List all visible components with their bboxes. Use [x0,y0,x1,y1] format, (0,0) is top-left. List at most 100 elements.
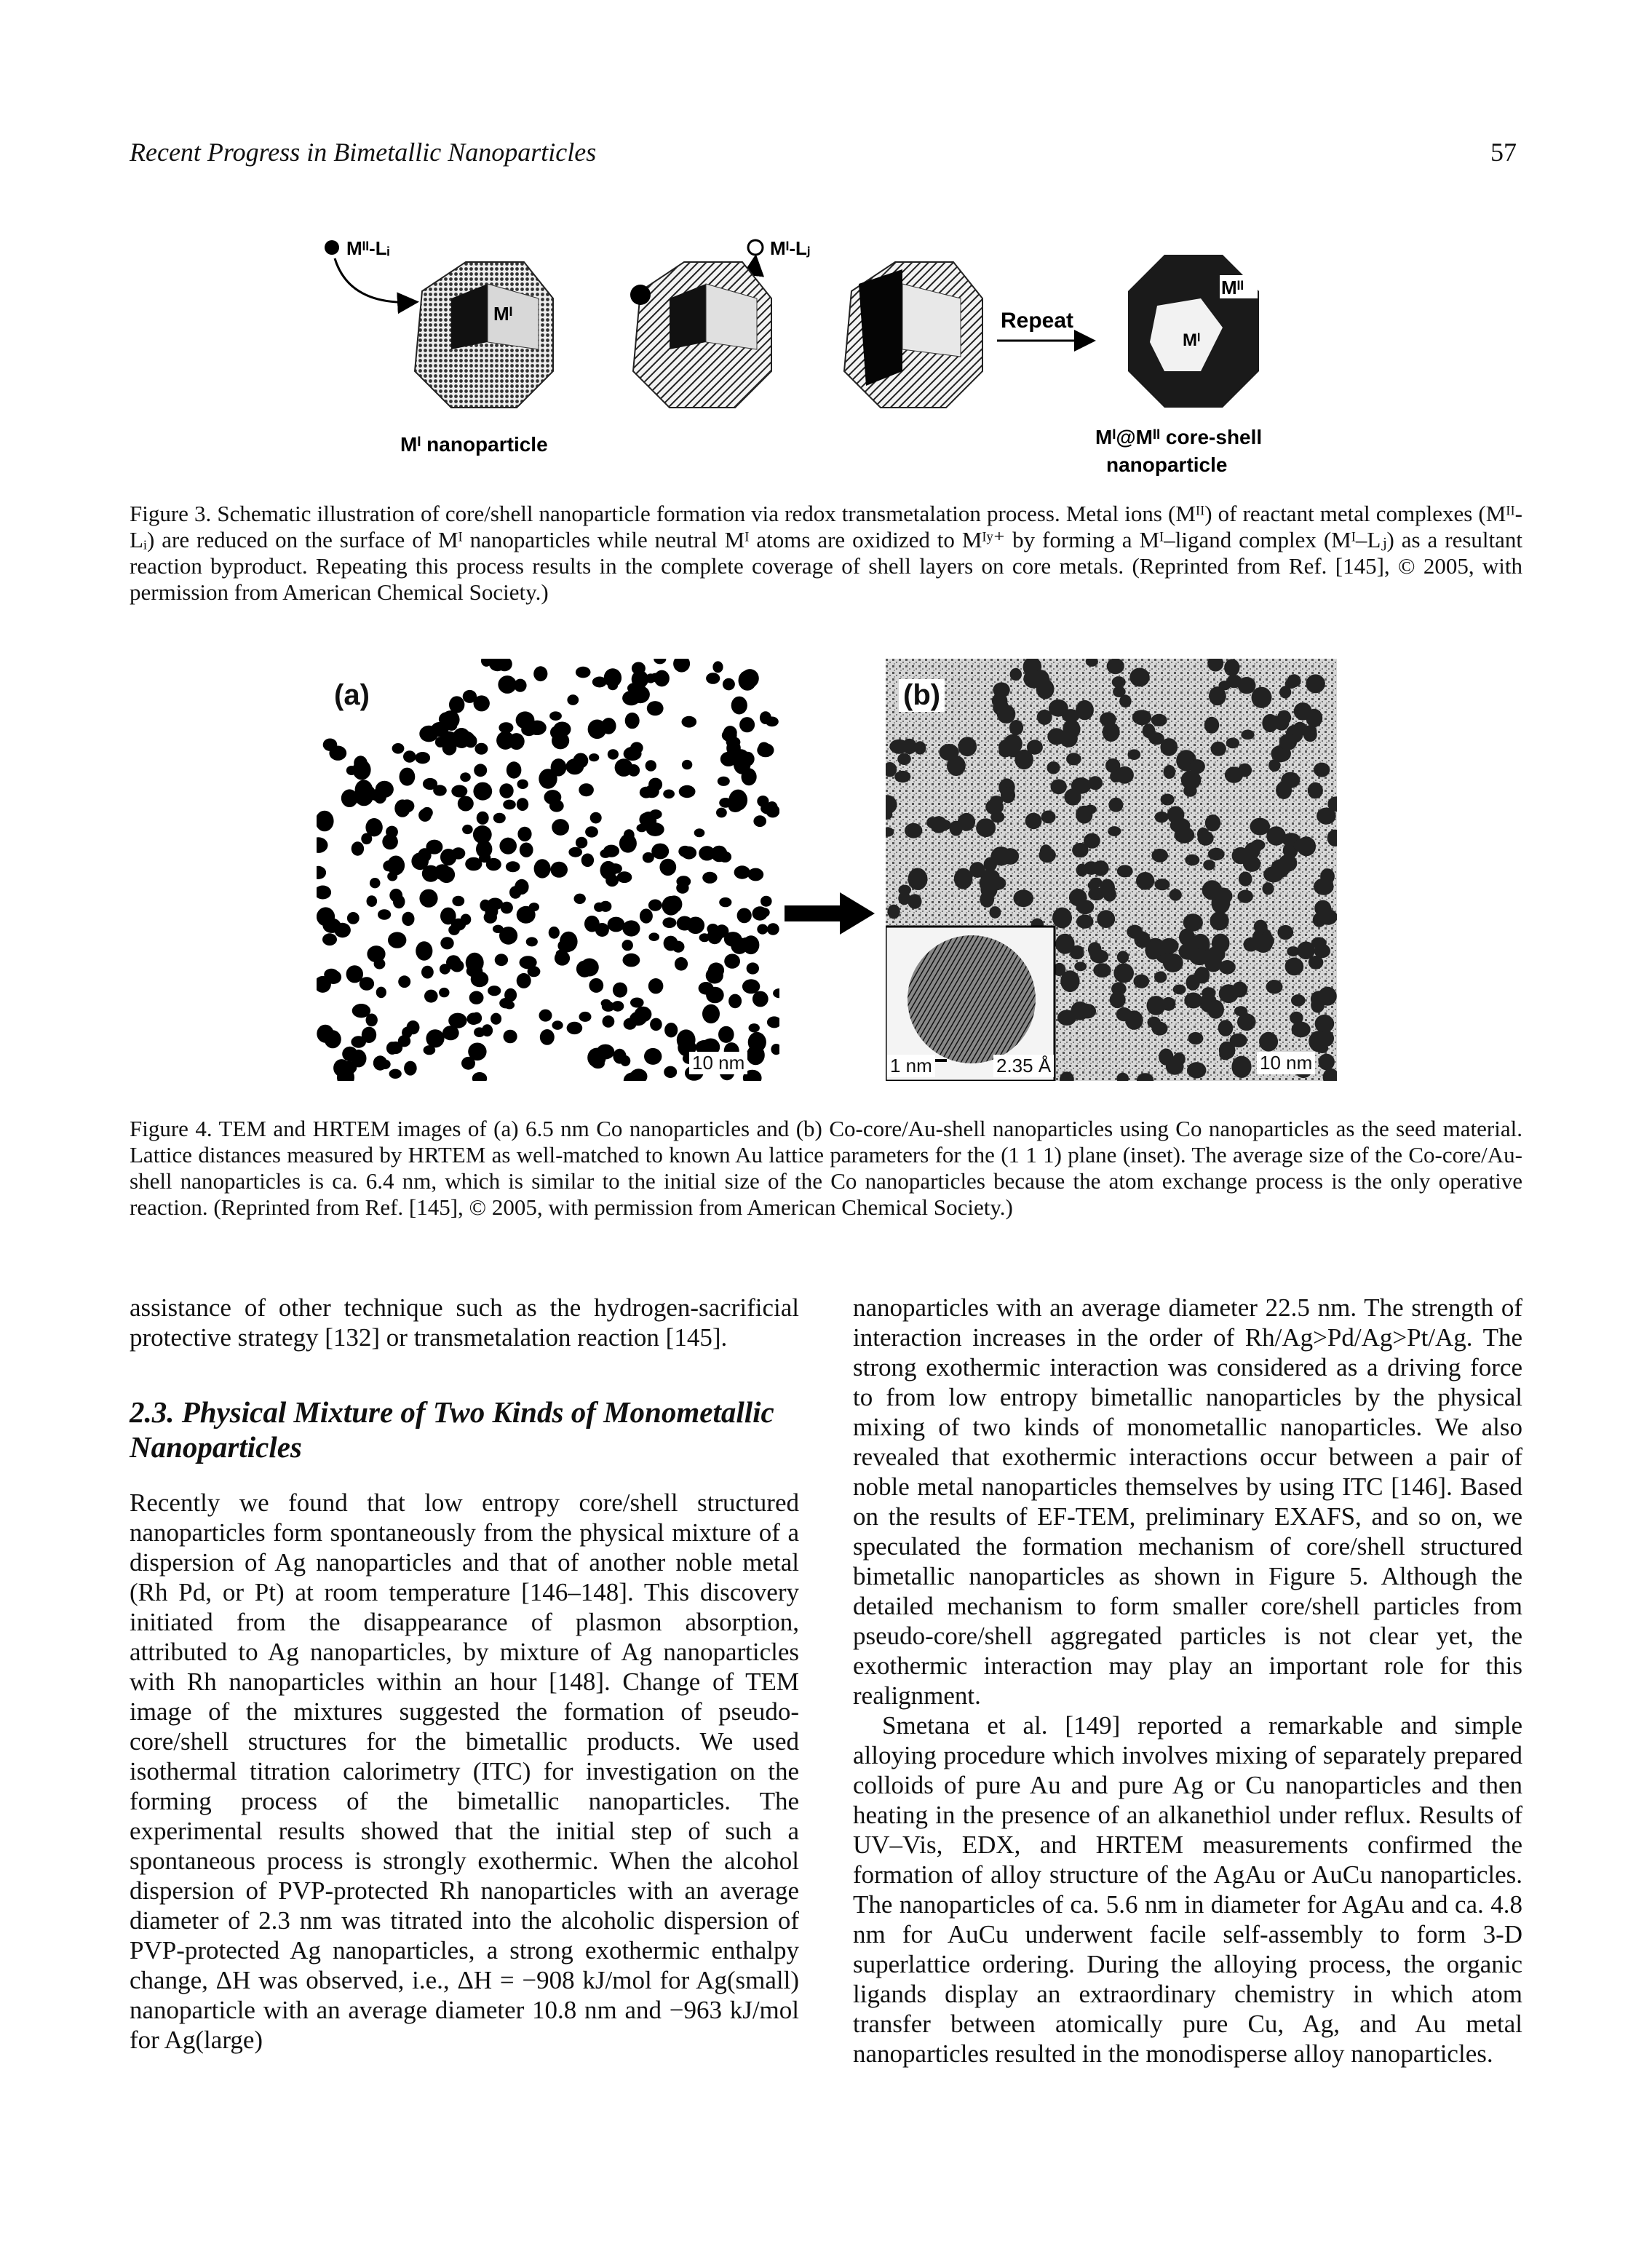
nanoparticle-dot [1297,836,1317,857]
nanoparticle-dot [504,988,517,1002]
nanoparticle-dot [958,737,977,757]
nanoparticle-dot [351,841,365,856]
nanoparticle-dot [1209,686,1226,706]
transform-arrow-icon [785,892,875,935]
nanoparticle-dot [1154,971,1167,983]
nanoparticle-dot [631,686,650,704]
nanoparticle-dot [474,1027,485,1037]
nanoparticle-dot [1160,738,1178,756]
nanoparticle-dot [525,937,538,947]
nanoparticle-dot [1142,723,1156,739]
nanoparticle-dot [623,746,642,761]
nanoparticle-dot [766,1016,779,1028]
nanoparticle-dot [990,796,1004,806]
nanoparticle-dot [594,902,605,912]
nanoparticle-dot [623,1072,642,1081]
nanoparticle-dot [589,978,604,993]
nanoparticle-dot [603,668,622,688]
nanoparticle-dot [527,966,541,978]
nanoparticle-dot [1116,1072,1129,1081]
nanoparticle-dot [519,956,537,970]
nanoparticle-dot [664,1066,678,1078]
nanoparticle-dot [324,1030,341,1049]
nanoparticle-dot [592,676,607,688]
nanoparticle-dot [552,732,570,750]
nanoparticle-dot [404,1060,417,1076]
nanoparticle-dot [1226,737,1240,749]
nanoparticle-dot [622,920,640,937]
nanoparticle-dot [1314,943,1330,959]
repeat-label: Repeat [1001,309,1073,333]
nanoparticle-dot [622,953,640,967]
nanoparticle-dot [1133,974,1150,988]
nanoparticle-dot [664,1023,678,1038]
nanoparticle-dot [748,1023,760,1033]
nanoparticle-dot [382,833,398,850]
nanoparticle-dot [485,857,501,871]
nanoparticle-dot [741,669,759,688]
nanoparticle-dot [399,767,416,786]
nanoparticle-dot [1105,758,1121,773]
nanoparticle-dot [991,693,1008,708]
panel-b-label: (b) [899,679,945,712]
running-title: Recent Progress in Bimetallic Nanopartic… [130,138,597,167]
nanoparticle-dot [1210,911,1229,931]
nanoparticle-dot [886,827,894,837]
nanoparticle-dot [1287,674,1301,688]
nanoparticle-dot [642,852,654,863]
nanoparticle-dot [1297,941,1315,960]
nanoparticle-dot [483,911,497,924]
nanoparticle-dot [488,986,501,996]
nanoparticle-dot [616,871,632,884]
scale-bar-a: 10 nm [689,1052,748,1074]
nanoparticle-dot [424,989,438,1003]
nanoparticle-dot [662,917,677,928]
nanoparticle-dot [1041,810,1056,824]
nanoparticle-dot [1088,776,1103,790]
nanoparticle-dot [472,1072,488,1081]
nanoparticle-dot [1151,849,1168,863]
nanoparticle-dot [659,858,677,876]
nanoparticle-dot [1238,871,1252,887]
nanoparticle-dot [509,886,522,899]
nanoparticle-dot [1100,712,1116,727]
nanoparticle-dot [752,991,769,1007]
nanoparticle-dot [595,923,609,937]
reactant-complex-label: Mᴵᴵ-Lᵢ [346,237,390,259]
nanoparticle-dot [1127,749,1141,760]
tem-particles-a [317,659,779,1081]
nanoparticle-dot [317,865,327,879]
nanoparticle-dot [492,659,507,667]
nanoparticle-dot [1314,1014,1335,1034]
nanoparticle-dot [699,933,710,943]
nanoparticle-dot [386,825,398,838]
figure3-caption: Figure 3. Schematic illustration of core… [130,501,1522,605]
nanoparticle-dot [575,836,588,849]
nanoparticle-dot [1136,1073,1154,1081]
nanoparticle-dot [1258,933,1272,945]
nanoparticle-dot [676,876,691,887]
nanoparticle-dot [496,731,515,750]
nanoparticle-dot [462,824,473,835]
nanoparticle-dot [494,953,509,967]
nanoparticle-dot [1188,1032,1204,1045]
nanoparticle-dot [517,826,532,841]
nanoparticle-dot [317,975,331,993]
nanoparticle-dot [493,812,506,824]
nanoparticle-dot [630,997,644,1008]
nanoparticle-dot [1162,953,1183,972]
nanoparticle-dot [600,999,611,1008]
nanoparticle-dot [731,937,748,954]
nanoparticle-dot [439,987,450,998]
nanoparticle-dot [469,991,484,1004]
nanoparticle-dot [1009,720,1024,736]
nanoparticle-dot [1102,722,1120,742]
nanoparticle-dot [719,798,732,808]
nanoparticle-dot [1050,779,1067,795]
nanoparticle-dot [712,661,723,673]
nanoparticle-dot [359,977,375,991]
nanoparticle-dot [1172,984,1186,995]
nanoparticle-dot [1135,872,1155,890]
nanoparticle-dot [757,924,769,935]
nanoparticle-dot [1202,987,1216,999]
